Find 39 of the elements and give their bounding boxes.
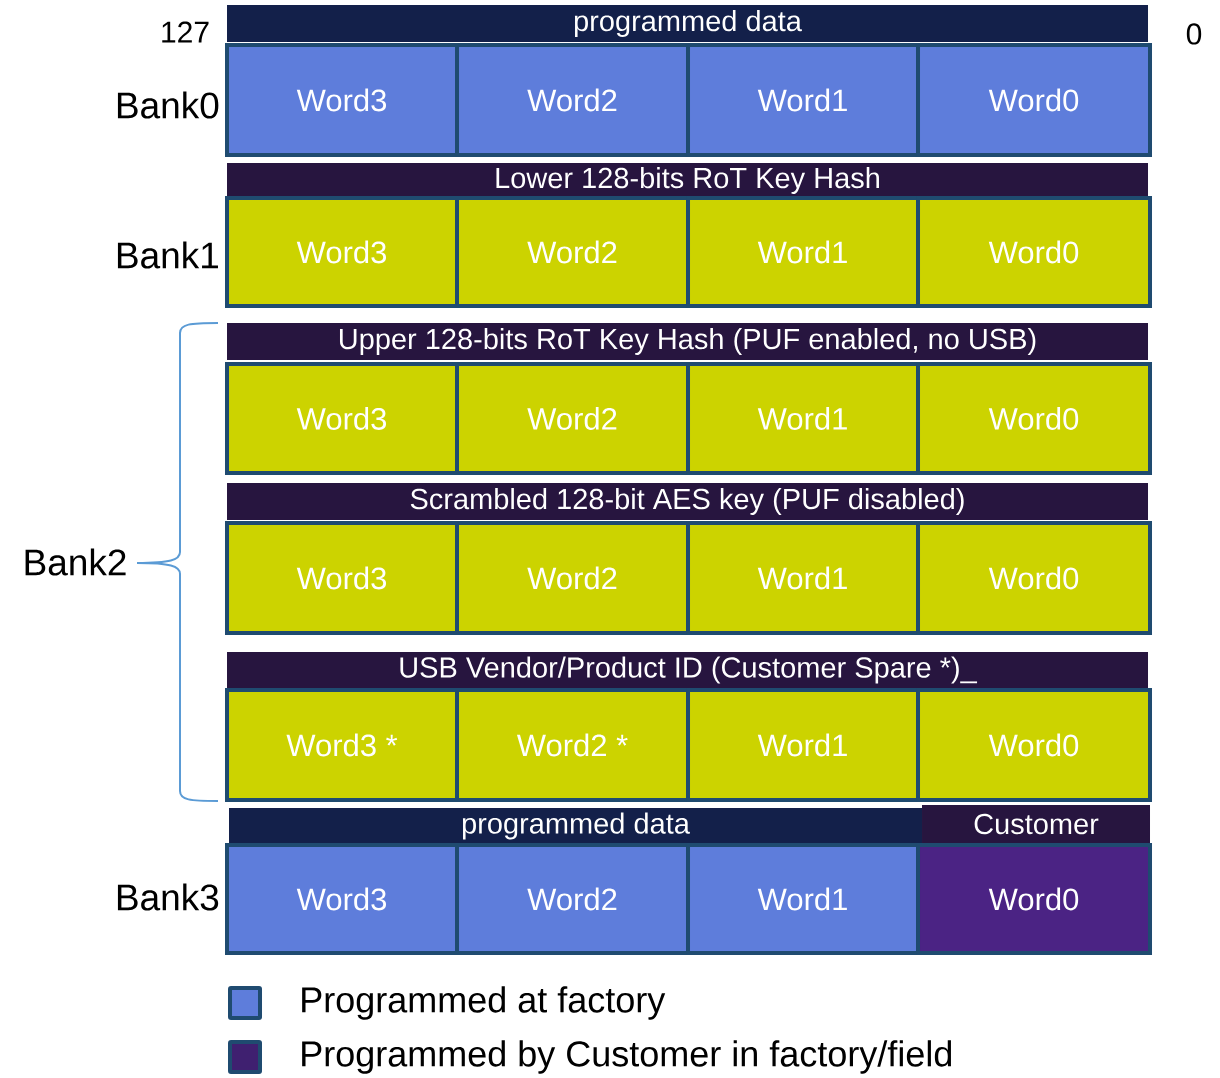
word-cell: Word0 [916,521,1152,635]
word-cell: Word0 [916,362,1152,475]
word-cell: Word2 [455,196,690,308]
header-bar: programmed data [227,5,1148,42]
word-cell: Word1 [686,196,920,308]
bank-label: Bank3 [117,883,219,911]
word-cell: Word3 [225,196,459,308]
word-cell: Word3 [225,43,459,157]
word-cell: Word1 [686,362,920,475]
word-cell: Word3 * [225,688,459,802]
word-cell: Word1 [686,843,920,955]
word-cell: Word1 [686,688,920,802]
word-cell: Word2 [455,521,690,635]
word-cell: Word0 [916,43,1152,157]
word-cell: Word3 [225,521,459,635]
legend-text: Programmed by Customer in factory/field [302,1040,952,1074]
word-cell: Word0 [916,688,1152,802]
header-bar: programmed data [229,808,922,844]
bit-number: 0 [1186,23,1202,45]
header-bar: USB Vendor/Product ID (Customer Spare *)_ [227,652,1148,688]
bank-label: Bank2 [25,548,126,576]
header-bar: Scrambled 128-bit AES key (PUF disabled) [227,483,1148,520]
word-cell: Word2 [455,843,690,955]
word-cell: Word3 [225,362,459,475]
word-cell: Word0 [916,843,1152,955]
header-bar: Lower 128-bits RoT Key Hash [227,163,1148,198]
bank-label: Bank0 [117,91,219,119]
bank-label: Bank1 [117,241,218,269]
word-cell: Word2 * [455,688,690,802]
word-cell: Word0 [916,196,1152,308]
word-cell: Word2 [455,362,690,475]
word-cell: Word1 [686,43,920,157]
header-bar: Customer [922,805,1150,843]
word-cell: Word1 [686,521,920,635]
bit-number: 127 [162,21,209,43]
word-cell: Word2 [455,43,690,157]
word-cell: Word3 [225,843,459,955]
legend-text: Programmed at factory [302,986,666,1020]
header-bar: Upper 128-bits RoT Key Hash (PUF enabled, no USB) [227,323,1148,360]
